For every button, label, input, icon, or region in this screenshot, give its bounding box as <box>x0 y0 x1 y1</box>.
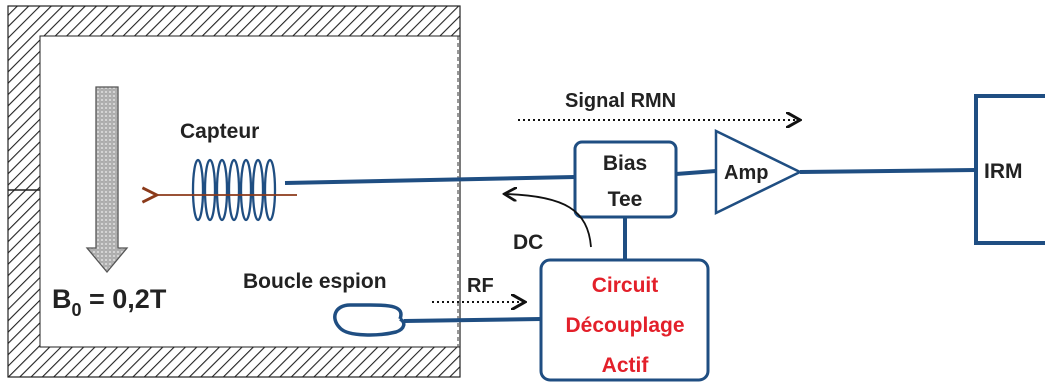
shielded-room <box>7 5 461 378</box>
bias-tee-label-line2: Tee <box>608 188 643 211</box>
b0-label: B0 = 0,2T <box>52 284 167 320</box>
dc-arrow <box>506 194 592 248</box>
capteur-label: Capteur <box>180 120 259 143</box>
irm-label: IRM <box>984 160 1023 183</box>
b0-field-arrow <box>85 86 129 274</box>
boucle-espion-loop <box>333 303 406 337</box>
circuit-label-line3: Actif <box>602 354 650 377</box>
boucle-espion-label: Boucle espion <box>243 270 387 293</box>
cable-loop-to-circuit <box>403 317 542 323</box>
wall-left <box>8 6 40 376</box>
dc-label: DC <box>513 231 543 254</box>
cable-bias-tee-to-amp <box>675 169 717 176</box>
circuit-label-line2: Découplage <box>565 314 684 337</box>
wall-top <box>8 6 460 36</box>
cable-amp-to-irm <box>799 168 977 174</box>
irm-box <box>974 94 1045 245</box>
amplifier-triangle <box>714 128 803 216</box>
bias-tee-label-line1: Bias <box>603 152 647 175</box>
circuit-label-line1: Circuit <box>592 274 659 297</box>
wall-bottom <box>8 347 460 377</box>
cable-coil-to-bias-tee <box>284 175 576 185</box>
rf-label: RF <box>467 275 494 297</box>
signal-rmn-label: Signal RMN <box>565 90 676 112</box>
capteur-coil <box>191 158 277 222</box>
amp-label: Amp <box>724 162 768 184</box>
